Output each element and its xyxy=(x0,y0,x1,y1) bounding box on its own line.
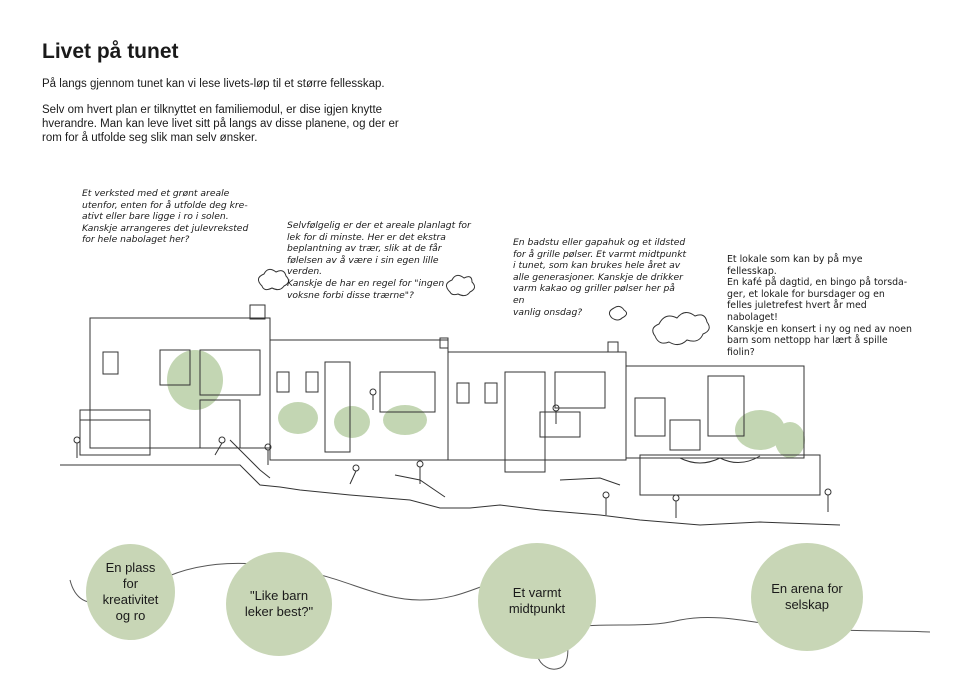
note-workshop: Et verksted med et grønt areale utenfor,… xyxy=(82,188,249,246)
intro-paragraph-2: Selv om hvert plan er tilknyttet en fami… xyxy=(42,104,399,144)
circle-warm-center: Et varmt midtpunkt xyxy=(478,543,596,659)
circle-warm-center-label: Et varmt midtpunkt xyxy=(508,585,566,616)
circle-creativity: En plass for kreativitet og ro xyxy=(86,544,175,640)
circle-party-arena: En arena for selskap xyxy=(751,543,863,651)
note-community-hall: Et lokale som kan by på mye fellesskap. … xyxy=(727,254,912,358)
note-sauna: En badstu eller gapahuk og et ildsted fo… xyxy=(513,237,687,318)
page-title: Livet på tunet xyxy=(42,40,179,63)
circle-kids-play-label: "Like barn leker best?" xyxy=(244,588,314,619)
intro-paragraph-1: På langs gjennom tunet kan vi lese livet… xyxy=(42,78,385,90)
circle-kids-play: "Like barn leker best?" xyxy=(226,552,332,656)
circle-party-arena-label: En arena for selskap xyxy=(771,581,843,612)
circle-creativity-label: En plass for kreativitet og ro xyxy=(102,560,159,623)
note-play-area: Selvfølgelig er der et areale planlagt f… xyxy=(287,220,471,301)
